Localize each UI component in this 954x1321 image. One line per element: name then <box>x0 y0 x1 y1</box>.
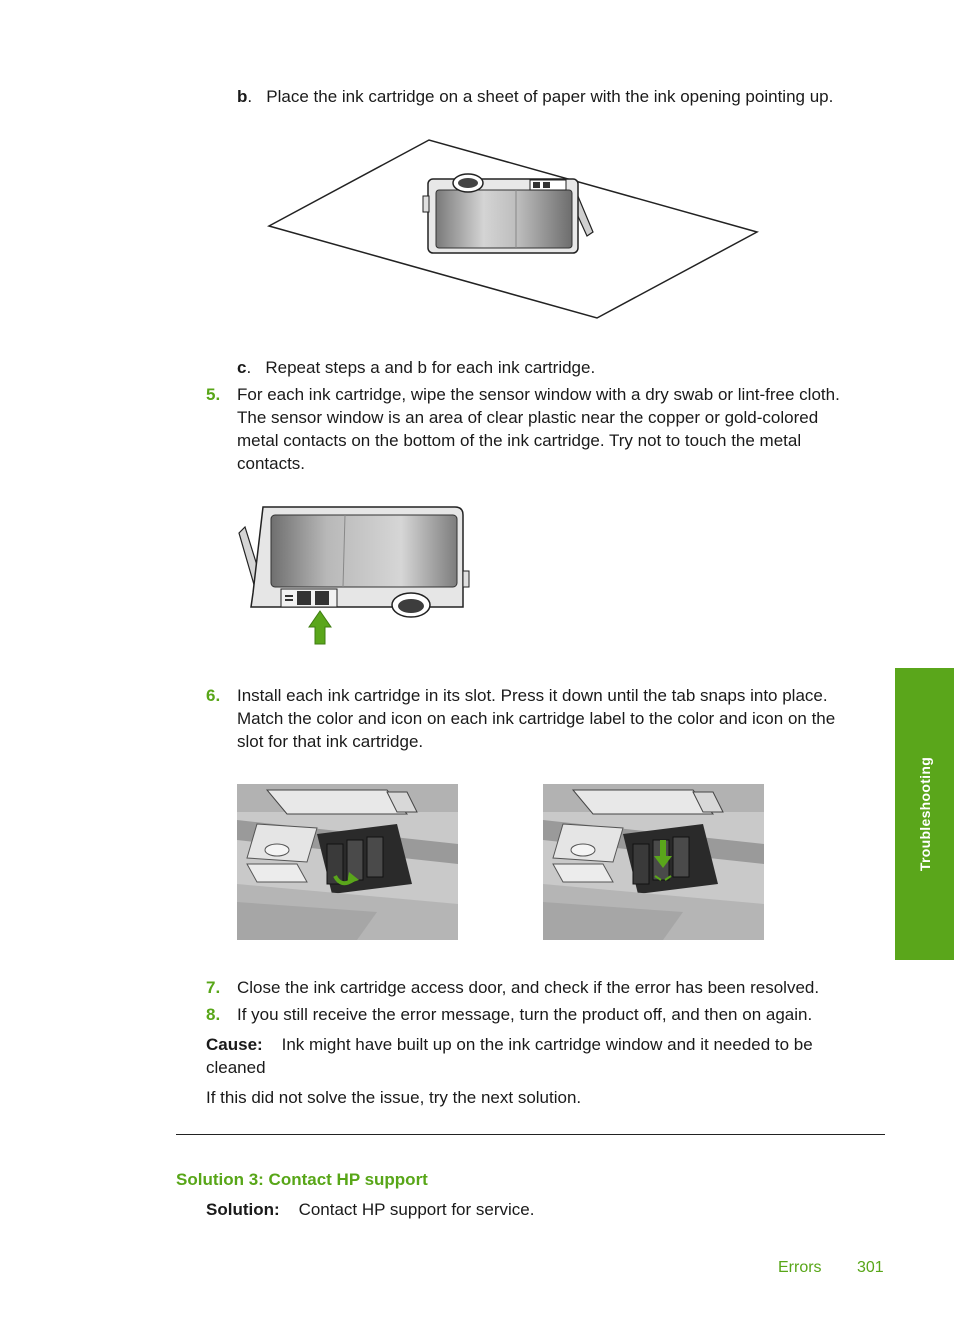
step-6-number: 6. <box>206 686 221 705</box>
solution3-label: Solution: <box>206 1200 280 1219</box>
step-5-line-2: The sensor window is an area of clear pl… <box>237 408 819 427</box>
step-c-text: Repeat steps a and b for each ink cartri… <box>265 358 596 377</box>
step-5-line-4: contacts. <box>237 454 306 473</box>
step-5-line-3: metal contacts on the bottom of the ink … <box>237 431 802 450</box>
step-8-number: 8. <box>206 1005 221 1024</box>
step-7-number: 7. <box>206 978 221 997</box>
step-b-text: Place the ink cartridge on a sheet of pa… <box>266 87 834 106</box>
solution3-heading: Solution 3: Contact HP support <box>176 1170 428 1189</box>
install-cartridge-photo-2 <box>543 784 764 940</box>
footer-section: Errors <box>778 1259 822 1276</box>
step-8-text: If you still receive the error message, … <box>237 1005 813 1024</box>
step-6-line-2: Match the color and icon on each ink car… <box>237 709 836 728</box>
step-c: c. Repeat steps a and b for each ink car… <box>237 358 596 377</box>
step-b: b. Place the ink cartridge on a sheet of… <box>237 87 834 106</box>
cause-line-1: Cause: Ink might have built up on the in… <box>206 1034 813 1057</box>
step-5-number: 5. <box>206 385 221 404</box>
step-7-text: Close the ink cartridge access door, and… <box>237 978 820 997</box>
troubleshooting-side-tab: Troubleshooting <box>895 668 954 960</box>
cause-label: Cause: <box>206 1035 263 1054</box>
cartridge-on-paper-illustration <box>267 139 759 319</box>
solution3-line: Solution: Contact HP support for service… <box>206 1199 534 1222</box>
side-tab-label: Troubleshooting <box>916 756 933 872</box>
footer-page-number: 301 <box>857 1259 884 1276</box>
step-6-line-1: Install each ink cartridge in its slot. … <box>237 686 828 705</box>
step-6-line-3: slot for that ink cartridge. <box>237 732 424 751</box>
sensor-window-illustration <box>238 506 470 645</box>
step-b-label: b <box>237 87 248 106</box>
cause-text-1: Ink might have built up on the ink cartr… <box>281 1035 813 1054</box>
next-solution-note: If this did not solve the issue, try the… <box>206 1088 582 1107</box>
step-5-line-1: For each ink cartridge, wipe the sensor … <box>237 385 840 404</box>
solution3-text: Contact HP support for service. <box>298 1200 535 1219</box>
section-divider <box>176 1134 885 1135</box>
cause-line-2: cleaned <box>206 1058 266 1077</box>
install-cartridge-photo-1 <box>237 784 458 940</box>
step-c-label: c <box>237 358 247 377</box>
